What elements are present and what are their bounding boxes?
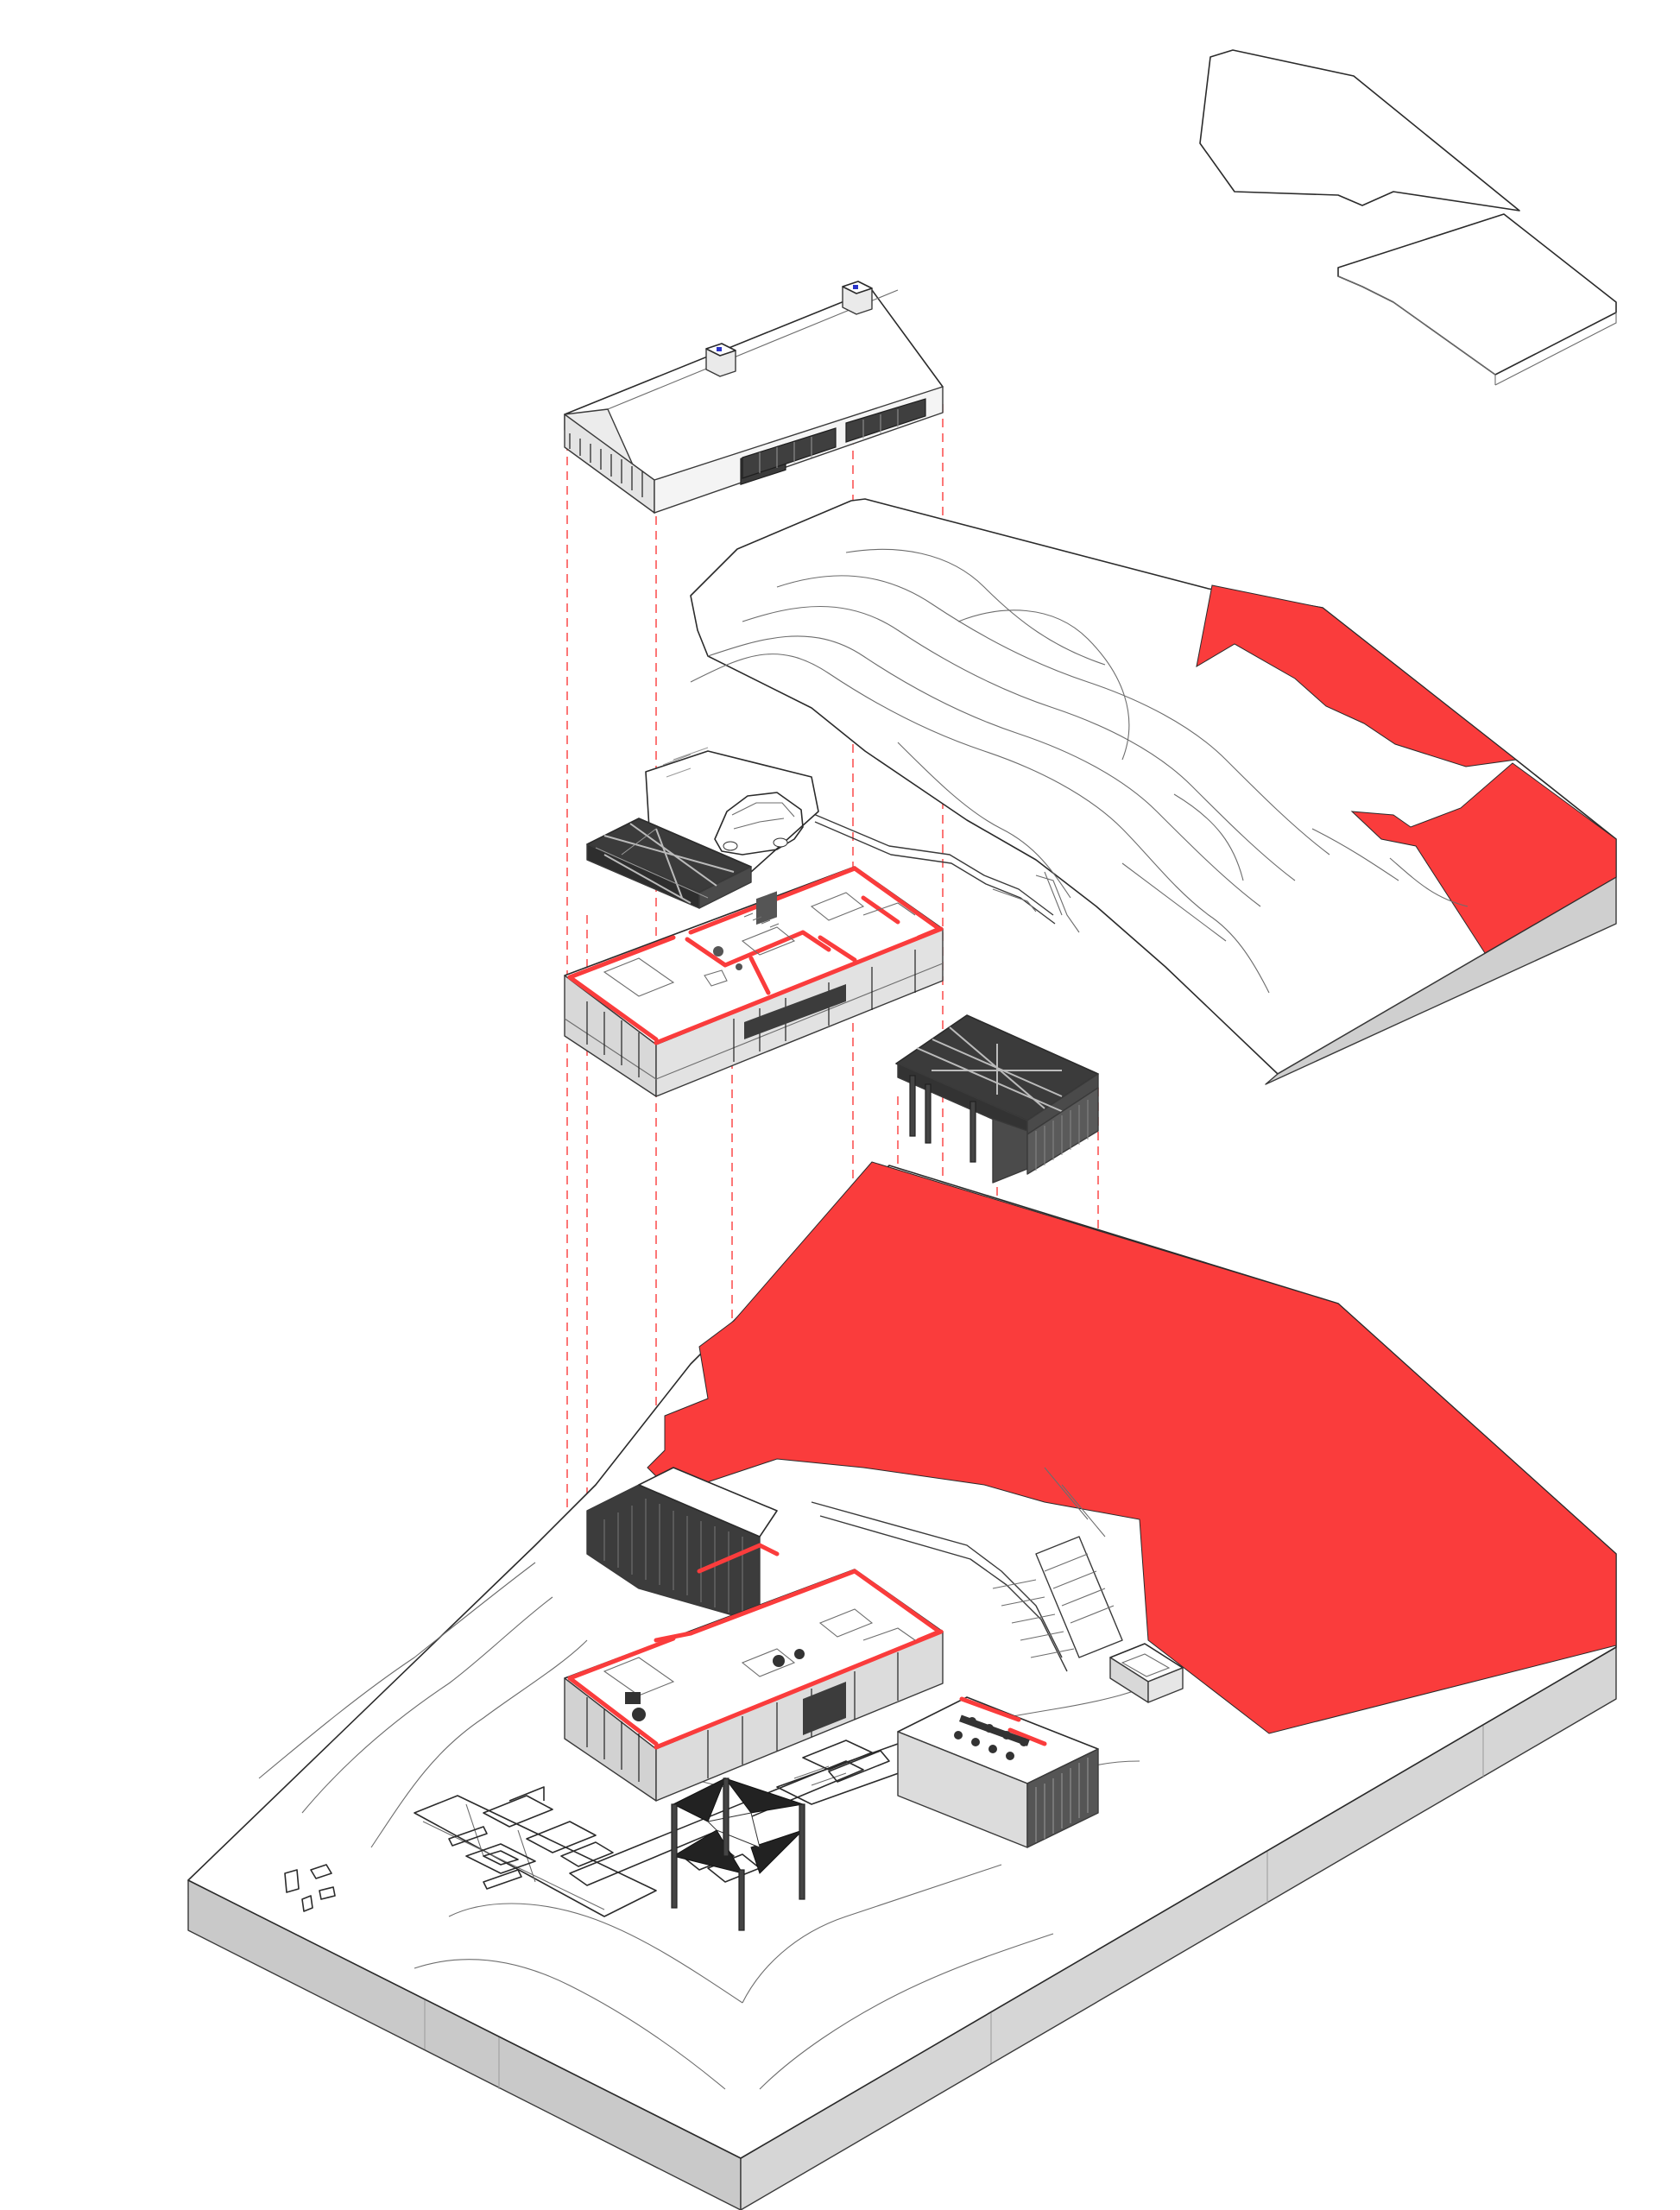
car xyxy=(714,792,804,856)
red-walls xyxy=(959,1696,1047,1746)
shade-sail xyxy=(671,1777,805,1931)
red-zone xyxy=(647,1161,1617,1734)
log-seating xyxy=(284,1864,336,1912)
red-walls xyxy=(567,1543,944,1750)
upper-site-terrain xyxy=(645,498,1617,1085)
lounge-furniture xyxy=(483,1786,614,1867)
planter xyxy=(1109,1643,1184,1703)
chimney xyxy=(842,281,873,315)
red-zone xyxy=(1350,762,1617,954)
carport-roof xyxy=(586,818,752,909)
roof-plan-outline xyxy=(1199,49,1617,386)
upper-floor-plan xyxy=(564,866,944,1097)
ground-site-model xyxy=(187,1161,1617,2210)
pavilion-roof xyxy=(895,1014,1099,1184)
chimney xyxy=(705,343,736,377)
pitched-roof xyxy=(564,281,944,514)
red-zone xyxy=(1196,584,1518,767)
